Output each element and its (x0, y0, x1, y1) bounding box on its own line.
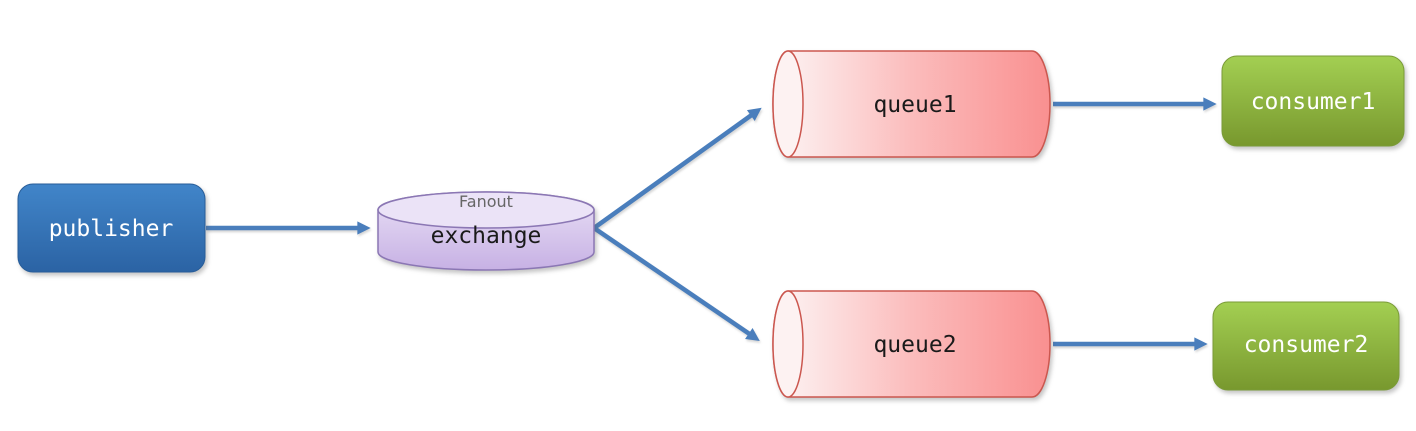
queue2-label: queue2 (873, 332, 956, 358)
arrow-exchange-to-queue2 (592, 226, 760, 342)
publisher-box (17, 183, 206, 273)
consumer2-label: consumer2 (1244, 332, 1369, 358)
queue2-cylinder-cap (772, 290, 804, 398)
edges-layer (206, 97, 1217, 351)
consumer1-label: consumer1 (1251, 89, 1376, 115)
arrow-exchange-to-queue1 (592, 107, 762, 230)
queue1-node: queue1 (772, 50, 1051, 158)
queue1-cylinder-cap (772, 50, 804, 158)
consumer2-box (1212, 301, 1400, 391)
consumer2-node: consumer2 (1212, 301, 1400, 391)
exchange-cylinder-top (377, 191, 595, 229)
fanout-sublabel: Fanout (459, 192, 513, 211)
exchange-node: Fanout exchange (377, 191, 595, 271)
publisher-label: publisher (49, 216, 174, 242)
consumer1-box (1221, 55, 1405, 147)
queue2-node: queue2 (772, 290, 1051, 398)
exchange-label: exchange (431, 223, 542, 249)
publisher-node: publisher (17, 183, 206, 273)
queue1-label: queue1 (873, 92, 956, 118)
consumer1-node: consumer1 (1221, 55, 1405, 147)
